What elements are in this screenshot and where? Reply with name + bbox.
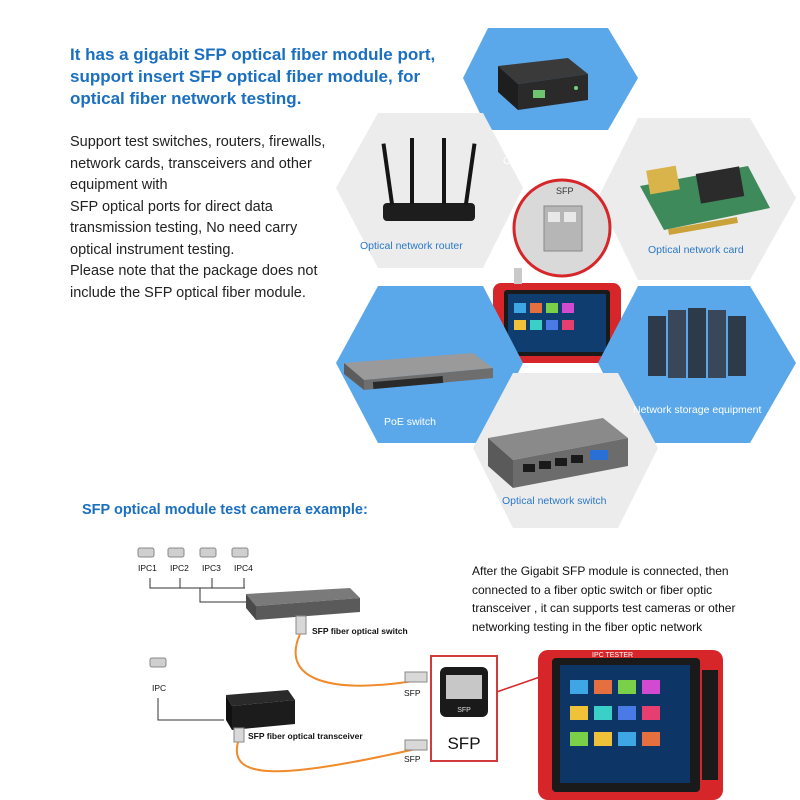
hexagon-label-router-left: Optical network router (360, 240, 463, 252)
camera-label: IPC1 (138, 563, 157, 573)
sfp-label: SFP (404, 688, 421, 698)
fiber-switch-image (246, 588, 360, 620)
description-line: connected to a fiber optic switch or fib… (472, 582, 713, 597)
tester-brand: IPC TESTER (592, 652, 634, 659)
sfp-label: SFP (404, 754, 421, 764)
example-heading: SFP optical module test camera example: (82, 502, 368, 518)
body-line: SFP optical ports for direct data (70, 198, 273, 215)
camera-label: IPC4 (234, 563, 253, 573)
sfp-module-caption: SFP (457, 707, 471, 714)
transceiver-label: SFP fiber optical transceiver (248, 731, 363, 741)
camera-icon (137, 547, 249, 558)
sfp-module-image: SFP (440, 667, 488, 717)
hexagon-label-optical-switch: Optical network switch (502, 495, 607, 507)
optical-switch-image (488, 418, 628, 488)
sfp-box-label: SFP (447, 734, 481, 753)
sfp-module-callout: SFP SFP (430, 655, 498, 762)
device-hexagon-cluster: Optical network router Optical network r… (318, 18, 800, 528)
hexagon-graphics (336, 28, 796, 528)
body-line: Please note that the package does not (70, 263, 318, 279)
switch-label: SFP fiber optical switch (312, 626, 408, 636)
hexagon-label-poe-switch: PoE switch (384, 416, 436, 428)
example-diagram-graphics (137, 547, 723, 800)
fiber-transceiver-image (226, 690, 295, 730)
camera-icon (149, 657, 167, 668)
camera-label: IPC (152, 683, 167, 693)
headline-line-3: optical fiber network testing. (70, 89, 302, 108)
network-card-image (640, 165, 770, 236)
tester-device-image (538, 650, 723, 800)
description-line: transceiver , it can supports test camer… (472, 601, 736, 615)
camera-label: IPC2 (170, 563, 189, 573)
description-line: After the Gigabit SFP module is connecte… (472, 564, 729, 578)
media-converter-image (498, 58, 588, 110)
body-line: Support test switches, routers, firewall… (70, 134, 326, 150)
headline-line-1: It has a gigabit SFP optical fiber modul… (70, 45, 436, 64)
example-description: After the Gigabit SFP module is connecte… (472, 562, 792, 636)
sfp-tag: SFP (556, 186, 574, 196)
tester-device-image (493, 268, 621, 363)
description-line: networking testing in the fiber optic ne… (472, 619, 703, 634)
body-text: Support test switches, routers, firewall… (70, 132, 360, 304)
hexagon-label-storage: Network storage equipment (633, 404, 762, 416)
headline: It has a gigabit SFP optical fiber modul… (70, 44, 490, 110)
hexagon-label-router-top: Optical network router (503, 155, 606, 167)
example-diagram: IPC1 IPC2 IPC3 IPC4 IPC SFP fiber optica… (0, 530, 800, 800)
wifi-router-image (381, 138, 477, 221)
body-line: include the SFP optical fiber module. (70, 284, 306, 301)
headline-line-2: support insert SFP optical fiber module,… (70, 67, 421, 86)
body-line: optical instrument testing. (70, 241, 235, 258)
body-line: network cards, transceivers and other (70, 155, 312, 172)
poe-switch-image (344, 353, 493, 390)
body-line: transmission testing, No need carry (70, 220, 298, 236)
hexagon-label-network-card: Optical network card (648, 244, 744, 256)
camera-label: IPC3 (202, 563, 221, 573)
body-line: equipment with (70, 177, 168, 193)
storage-rack-image (648, 308, 746, 378)
